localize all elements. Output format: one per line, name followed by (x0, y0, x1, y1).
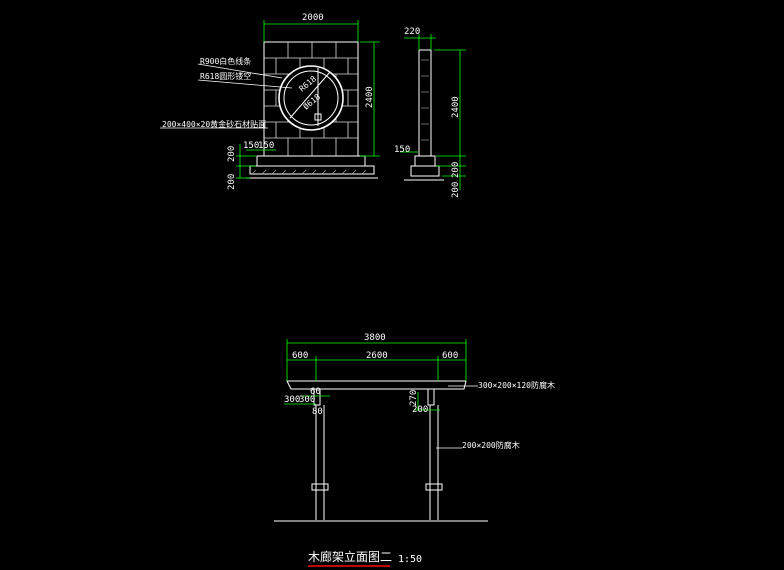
center-mark (314, 113, 322, 121)
pergola-mid-label: 2600 (366, 351, 388, 361)
footing-hatch (251, 169, 367, 175)
note-beam: 300×200×120防腐木 (478, 380, 555, 390)
pergola-total-label: 3800 (364, 333, 386, 343)
wall-section (404, 49, 444, 181)
section-dimensions (400, 34, 466, 190)
radius-line (289, 71, 331, 119)
wall-height-label: 2400 (365, 86, 375, 108)
section-base-label: 150 (394, 145, 410, 155)
inner-hole (283, 70, 339, 126)
section-plinth (414, 155, 436, 167)
section-height-label: 2400 (451, 96, 461, 118)
note-stone: 200×400×20黄金砂石材贴面 (162, 119, 266, 129)
pergola-dim-text: 3800 600 2600 600 60 300 300 80 270 200 … (284, 333, 555, 450)
left-bracket (313, 388, 321, 406)
wall-elevation (160, 41, 378, 179)
drawing-title: 木廊架立面图二 1:50 (308, 549, 422, 567)
pergola-small-60: 60 (310, 387, 321, 397)
pergola-small-300-b: 300 (299, 395, 315, 405)
section-top-label: 220 (404, 27, 420, 37)
pergola-dimensions (284, 339, 467, 411)
note-post: 200×200防腐木 (462, 440, 520, 450)
pergola-beam (286, 380, 467, 390)
wall-leaders (160, 63, 293, 129)
left-post-collar (311, 483, 329, 491)
right-post-collar (425, 483, 443, 491)
title-main: 木廊架立面图二 (308, 549, 392, 564)
section-base-label-2: 200 (451, 182, 461, 198)
title-scale: 1:50 (398, 554, 422, 565)
pergola-small-270: 270 (409, 390, 419, 406)
wall-small-label-1: 150 (243, 141, 259, 151)
section-dim-text: 220 2400 150 200 200 (394, 27, 461, 198)
wall-base-label-1: 200 (227, 146, 237, 162)
wall-dimensions (236, 20, 380, 179)
pergola (274, 380, 488, 522)
wall-plinth (256, 155, 366, 167)
section-base-label-1: 200 (451, 162, 461, 178)
right-bracket (427, 388, 435, 406)
pergola-right-label: 600 (442, 351, 458, 361)
section-hatch (421, 59, 429, 141)
wall-footing (249, 165, 375, 175)
pergola-small-300-a: 300 (284, 395, 300, 405)
pergola-small-80: 80 (312, 407, 323, 417)
wall-width-label: 2000 (302, 13, 324, 23)
pergola-left-label: 600 (292, 351, 308, 361)
section-footing (410, 165, 440, 177)
wall-base-label-2: 200 (227, 174, 237, 190)
wall-small-label-2: 150 (258, 141, 274, 151)
outer-ring (278, 65, 344, 131)
pergola-small-200: 200 (412, 405, 428, 415)
note-hole: R618圆形镂空 (200, 71, 251, 81)
note-ring: R900白色线条 (200, 56, 251, 66)
